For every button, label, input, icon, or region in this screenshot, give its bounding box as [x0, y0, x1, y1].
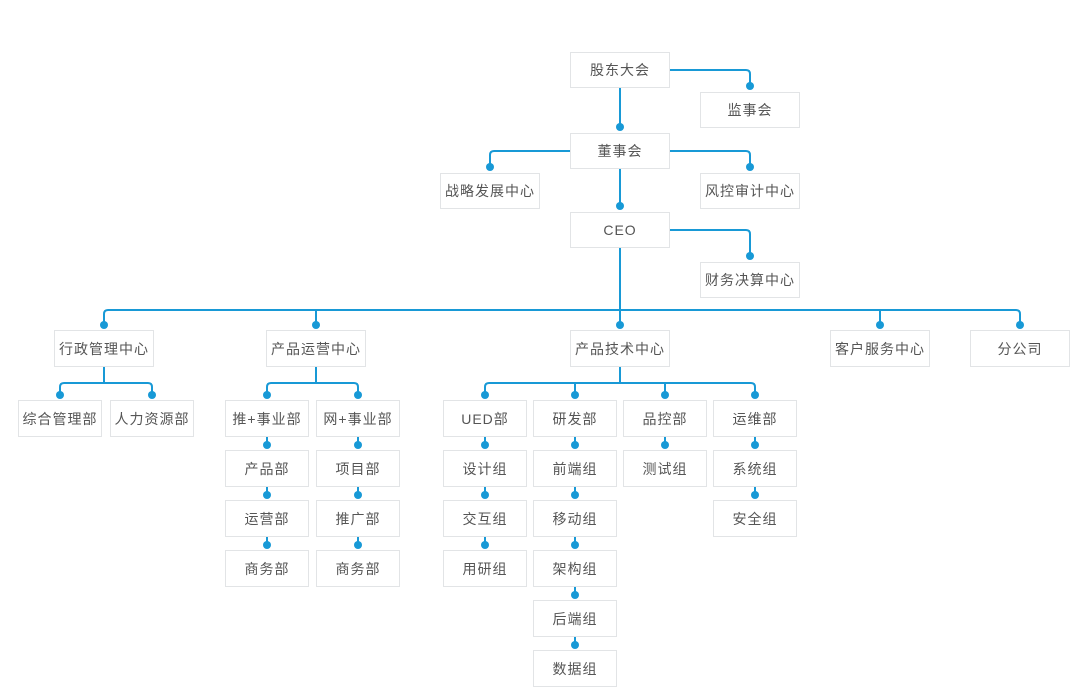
org-node-label: 董事会 [597, 143, 643, 159]
org-node-label: 用研组 [462, 560, 508, 577]
org-node-label: 股东大会 [590, 62, 650, 78]
org-node-label: 设计组 [462, 460, 508, 477]
org-node-net-bu: 网+事业部 [316, 400, 400, 437]
org-node-strategy: 战略发展中心 [440, 173, 540, 209]
org-node-finance: 财务决算中心 [700, 262, 800, 298]
org-node-label: 人力资源部 [114, 410, 190, 427]
org-node-frontend-group: 前端组 [533, 450, 617, 487]
org-node-product-dept: 产品部 [225, 450, 309, 487]
org-node-business-dept-net: 商务部 [316, 550, 400, 587]
org-node-product-tech-center: 产品技术中心 [570, 330, 670, 367]
org-node-branch-company: 分公司 [970, 330, 1070, 367]
org-node-label: 测试组 [642, 460, 688, 477]
org-node-interaction-group: 交互组 [443, 500, 527, 537]
org-node-label: UED部 [461, 410, 509, 427]
org-node-general-affairs: 综合管理部 [18, 400, 102, 437]
org-node-shareholders: 股东大会 [570, 52, 670, 88]
org-node-design-group: 设计组 [443, 450, 527, 487]
org-node-qc-dept: 品控部 [623, 400, 707, 437]
org-node-push-bu: 推+事业部 [225, 400, 309, 437]
org-node-customer-service-center: 客户服务中心 [830, 330, 930, 367]
org-node-label: 商务部 [244, 560, 290, 577]
org-node-rd-dept: 研发部 [533, 400, 617, 437]
org-node-data-group: 数据组 [533, 650, 617, 687]
org-node-operations-dept: 运营部 [225, 500, 309, 537]
org-node-product-ops-center: 产品运营中心 [266, 330, 366, 367]
org-node-label: 商务部 [335, 560, 381, 577]
org-node-admin-center: 行政管理中心 [54, 330, 154, 367]
org-node-system-group: 系统组 [713, 450, 797, 487]
org-node-ued-dept: UED部 [443, 400, 527, 437]
org-node-label: 运维部 [732, 410, 778, 427]
org-node-label: 品控部 [642, 410, 688, 427]
org-node-label: 推广部 [335, 510, 381, 527]
org-node-label: 产品技术中心 [575, 340, 665, 357]
org-node-label: 架构组 [552, 560, 598, 577]
org-node-user-research-group: 用研组 [443, 550, 527, 587]
org-node-architecture-group: 架构组 [533, 550, 617, 587]
org-node-label: 产品部 [244, 460, 290, 477]
connector-dots [56, 82, 1024, 649]
org-node-testing-group: 测试组 [623, 450, 707, 487]
org-node-label: 系统组 [732, 460, 778, 477]
org-node-promotion-dept: 推广部 [316, 500, 400, 537]
org-node-hr: 人力资源部 [110, 400, 194, 437]
org-node-board: 董事会 [570, 133, 670, 169]
org-node-label: 行政管理中心 [59, 340, 149, 357]
org-node-label: 分公司 [997, 340, 1043, 357]
org-node-label: 网+事业部 [323, 410, 393, 427]
org-node-supervisory: 监事会 [700, 92, 800, 128]
org-node-label: 战略发展中心 [445, 183, 535, 199]
org-node-business-dept-push: 商务部 [225, 550, 309, 587]
org-node-label: CEO [603, 222, 637, 238]
org-node-label: 产品运营中心 [271, 340, 361, 357]
org-node-backend-group: 后端组 [533, 600, 617, 637]
org-node-label: 安全组 [732, 510, 778, 527]
org-node-label: 研发部 [552, 410, 598, 427]
org-node-ceo: CEO [570, 212, 670, 248]
org-node-om-dept: 运维部 [713, 400, 797, 437]
org-node-label: 数据组 [552, 660, 598, 677]
org-node-label: 移动组 [552, 510, 598, 527]
org-node-project-dept: 项目部 [316, 450, 400, 487]
org-node-label: 交互组 [462, 510, 508, 527]
org-node-security-group: 安全组 [713, 500, 797, 537]
org-node-label: 项目部 [335, 460, 381, 477]
org-node-label: 风控审计中心 [705, 183, 795, 199]
org-node-label: 综合管理部 [22, 410, 98, 427]
org-node-label: 客户服务中心 [835, 340, 925, 357]
org-node-label: 监事会 [727, 102, 773, 118]
org-node-label: 财务决算中心 [705, 272, 795, 288]
org-node-label: 前端组 [552, 460, 598, 477]
org-node-label: 推+事业部 [232, 410, 302, 427]
org-node-mobile-group: 移动组 [533, 500, 617, 537]
org-node-label: 运营部 [244, 510, 290, 527]
org-node-label: 后端组 [552, 610, 598, 627]
org-node-risk-audit: 风控审计中心 [700, 173, 800, 209]
